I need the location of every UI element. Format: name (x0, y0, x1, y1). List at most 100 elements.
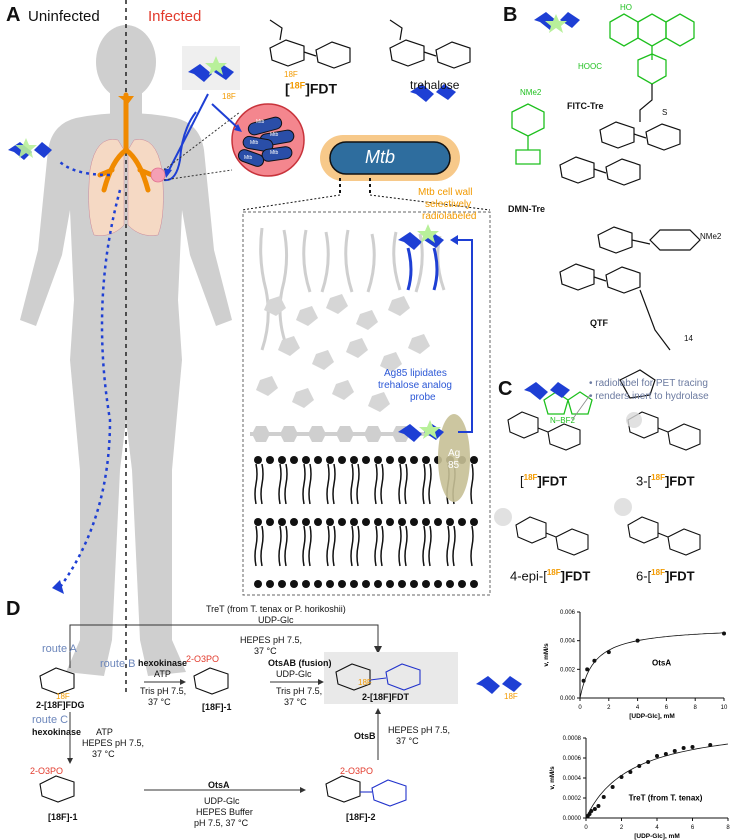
ag85-protein-1: Ag (448, 448, 461, 459)
f18-label-a: 18F (284, 70, 298, 79)
dmn-fluorophore (511, 103, 545, 165)
qtf-14: 14 (684, 334, 693, 343)
udp-glc-top: UDP-Glc (258, 615, 294, 625)
panel-a-letter: A (6, 4, 21, 26)
fitc-cooh: HOOC (578, 62, 602, 71)
data-point (708, 743, 713, 747)
fdt-analogs (507, 411, 701, 556)
probe-icon-ag85 (398, 420, 444, 442)
dmn-tre-label: DMN-Tre (508, 204, 546, 214)
hepes-top-2: 37 °C (254, 646, 277, 656)
probe-icon-wall (398, 224, 444, 291)
y-tick-label: 0.0008 (563, 736, 582, 742)
data-point (646, 760, 651, 764)
panel-d-letter: D (6, 598, 21, 620)
probe-icon-trehalose (410, 84, 456, 102)
y-tick-label: 0.002 (560, 667, 576, 673)
peptidoglycan-layer (250, 426, 430, 442)
probe-icon-box (188, 56, 234, 82)
fluoro-highlight-3 (626, 412, 642, 428)
data-point (672, 749, 677, 753)
mtb-title: Mtb (365, 147, 396, 167)
fitc-tre-label: FITC-Tre (567, 101, 604, 111)
y-axis-label: v, mM/s (543, 643, 550, 667)
f1-label-b: [18F]-1 (202, 702, 232, 712)
tris-b2-1: Tris pH 7.5, (276, 686, 323, 696)
po3-c: 2-O3PO (30, 766, 64, 776)
atp-b: ATP (154, 669, 171, 679)
mtb-small-1: Mtb (256, 119, 265, 125)
hepes-otsb-1: HEPES pH 7.5, (388, 725, 451, 735)
panel-b-letter: B (503, 4, 518, 26)
x-tick-label: 4 (655, 825, 659, 831)
hepes-otsb-2: 37 °C (396, 736, 419, 746)
x-tick-label: 4 (636, 705, 640, 711)
hepes-c-2: 37 °C (92, 749, 115, 759)
qtf-bf2: N–BF2 (550, 416, 575, 425)
fdt-label-c2: 3-[18F]FDT (636, 473, 695, 489)
y-tick-label: 0.0002 (563, 796, 582, 802)
probe-icon-d (476, 676, 522, 694)
data-point (601, 795, 606, 799)
data-point (619, 775, 624, 779)
data-point (635, 638, 640, 643)
y-tick-label: 0.006 (560, 610, 576, 616)
po3-f2: 2-O3PO (340, 766, 374, 776)
hexokinase-b: hexokinase (138, 658, 188, 668)
mtb-small-5: Mtb (244, 155, 253, 161)
fit-curve (585, 743, 729, 819)
data-point (690, 745, 695, 749)
atp-c: ATP (96, 727, 113, 737)
panel-c-letter: C (498, 378, 513, 400)
y-tick-label: 0.0006 (563, 756, 582, 762)
hepes-buffer-1: HEPES Buffer (196, 807, 253, 817)
x-tick-label: 0 (584, 825, 588, 831)
mtb-small-3: Mtb (250, 140, 259, 146)
glucose-unit (360, 663, 421, 807)
mtb-small-4: Mtb (270, 150, 279, 156)
udp-glc-c: UDP-Glc (204, 796, 240, 806)
fitc-fluorophore (609, 13, 695, 85)
tris-b-2: 37 °C (148, 697, 171, 707)
hexokinase-c: hexokinase (32, 727, 82, 737)
fdt-label-c1: [18F]FDT (520, 473, 568, 489)
dmn-nme2: NMe2 (520, 88, 542, 97)
fluoro-highlight-4 (494, 508, 512, 526)
uninfected-label: Uninfected (28, 8, 100, 25)
ag85-text-1: Ag85 lipidates (384, 368, 447, 379)
probe-icon-b (534, 12, 580, 33)
tris-b2-2: 37 °C (284, 697, 307, 707)
cell-wall-line-3: radiolabeled (422, 211, 477, 222)
arabinogalactan (256, 294, 430, 412)
fdt2-label: 2-[18F]FDT (362, 692, 409, 702)
data-point (585, 667, 590, 672)
f18-d-fdg: 18F (56, 692, 70, 701)
f2-label: [18F]-2 (346, 812, 376, 822)
series-label: OtsA (652, 658, 671, 667)
x-tick-label: 6 (665, 705, 669, 711)
data-point (628, 770, 633, 774)
ag85-text-3: probe (410, 392, 436, 403)
route-a-label: route A (42, 643, 77, 655)
data-point (722, 631, 726, 636)
x-tick-label: 8 (694, 705, 698, 711)
data-point (587, 812, 592, 816)
probe-icon-c (524, 382, 570, 400)
x-tick-label: 0 (578, 705, 582, 711)
data-point (592, 807, 597, 811)
tris-b-1: Tris pH 7.5, (140, 686, 187, 696)
tret-line: TreT (from T. tenax or P. horikoshii) (206, 604, 346, 614)
probe-icon-left (8, 138, 52, 160)
x-tick-label: 10 (721, 705, 728, 711)
data-point (663, 752, 668, 756)
fluoro-highlight-6 (614, 498, 632, 516)
x-tick-label: 8 (726, 825, 730, 831)
trehalose-label: trehalose (410, 78, 460, 92)
data-point (581, 678, 586, 683)
